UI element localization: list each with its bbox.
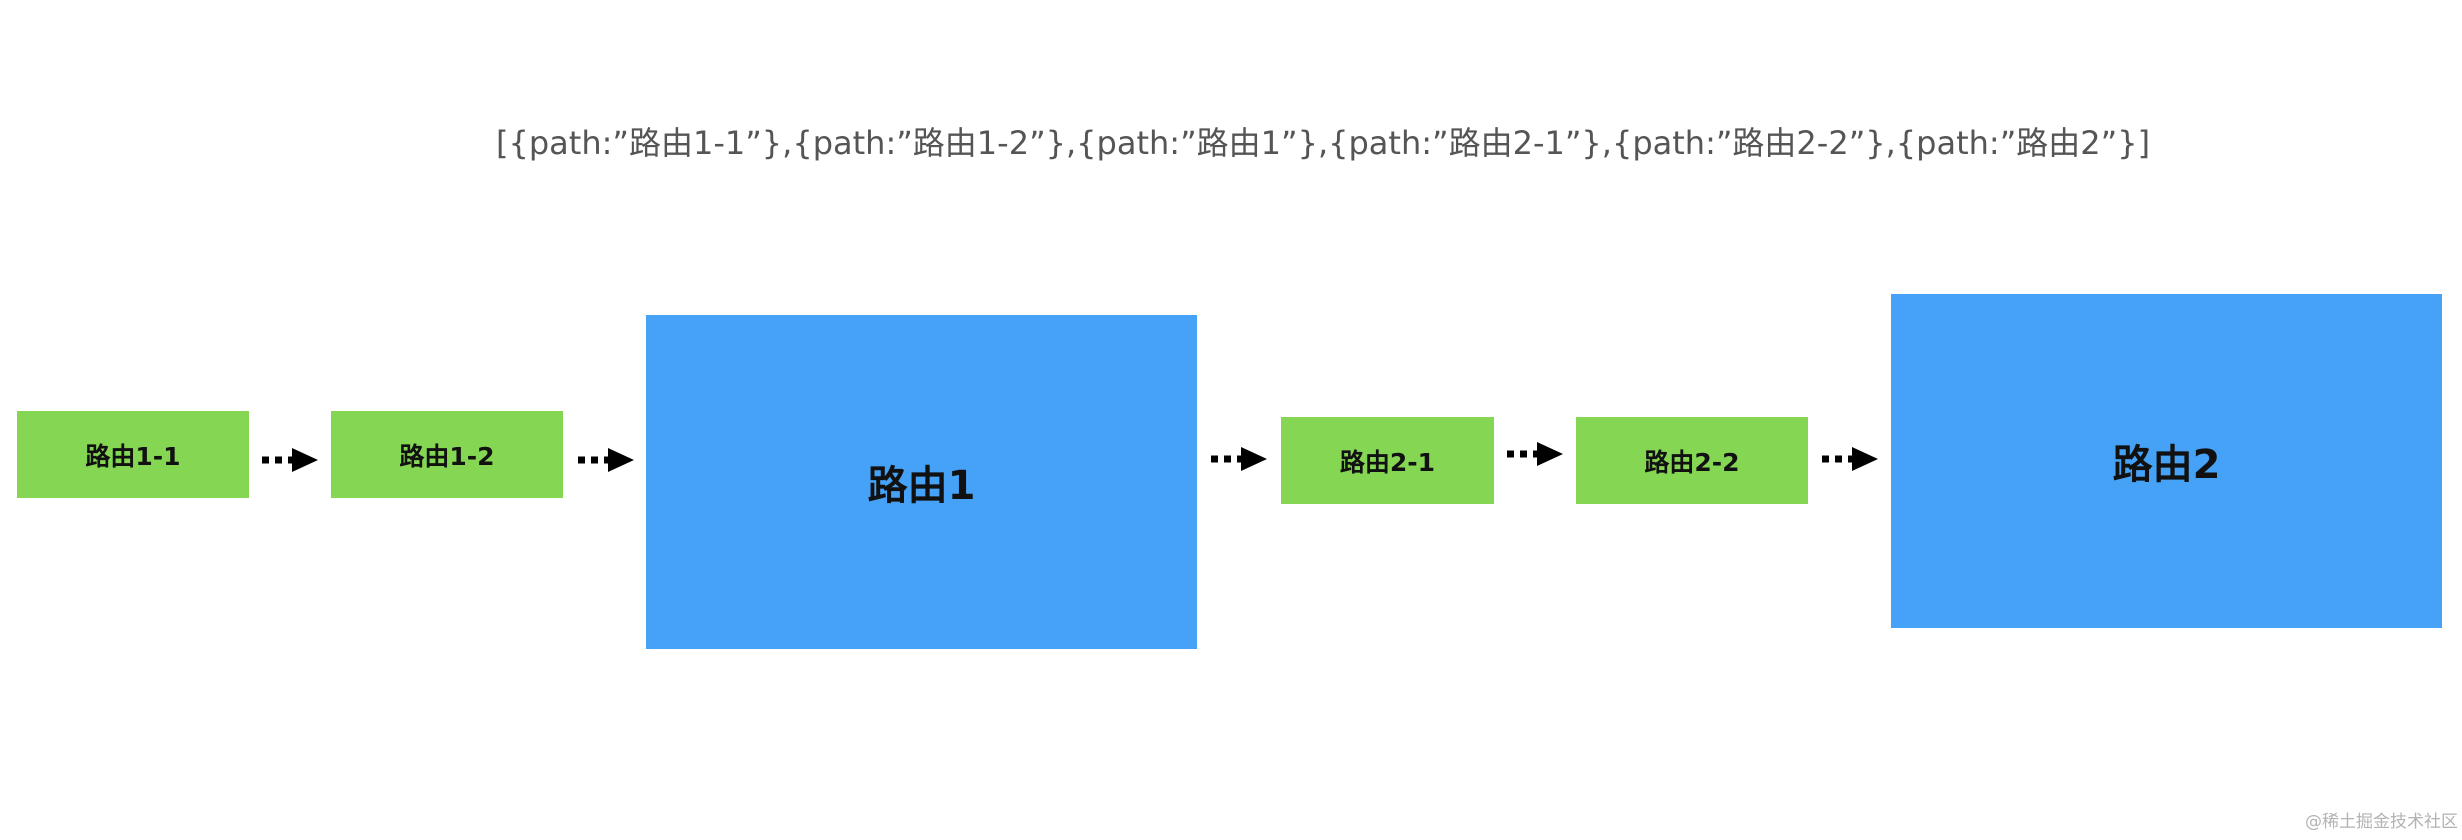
dotted-arrow-1 xyxy=(262,448,318,472)
node-label: 路由1-2 xyxy=(399,441,495,471)
node-route-1: 路由1 xyxy=(646,315,1197,649)
node-route-2-2: 路由2-2 xyxy=(1576,417,1808,504)
node-label: 路由1-1 xyxy=(85,441,181,471)
watermark: @稀土掘金技术社区 xyxy=(2305,812,2458,832)
node-label: 路由2 xyxy=(2112,442,2221,488)
dotted-arrow-5 xyxy=(1822,447,1878,471)
node-label: 路由1 xyxy=(867,463,976,509)
dotted-arrow-3 xyxy=(1211,447,1267,471)
node-route-2: 路由2 xyxy=(1891,294,2442,628)
dotted-arrow-4 xyxy=(1507,442,1563,466)
node-route-1-2: 路由1-2 xyxy=(331,411,563,498)
node-route-2-1: 路由2-1 xyxy=(1281,417,1494,504)
node-label: 路由2-2 xyxy=(1644,447,1740,477)
dotted-arrow-2 xyxy=(578,448,634,472)
route-array-caption: [{path:”路由1-1”},{path:”路由1-2”},{path:”路由… xyxy=(496,124,2151,162)
node-label: 路由2-1 xyxy=(1339,447,1436,477)
node-route-1-1: 路由1-1 xyxy=(17,411,249,498)
